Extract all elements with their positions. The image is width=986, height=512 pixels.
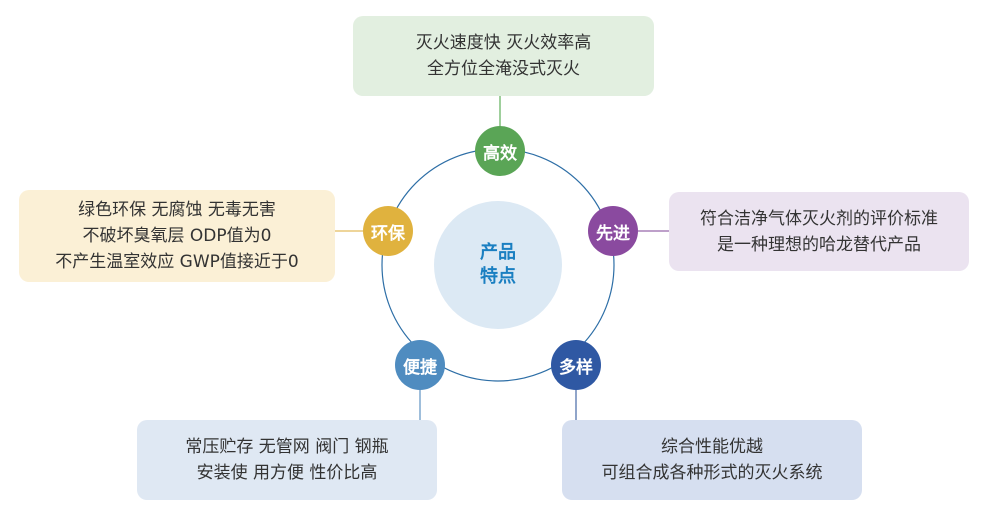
box-duoyang-line2: 可组合成各种形式的灭火系统 [601,463,823,483]
box-gaoxiao-line1: 灭火速度快 灭火效率高 [415,33,592,53]
box-gaoxiao-line2: 全方位全淹没式灭火 [427,59,580,79]
box-duoyang-line1: 综合性能优越 [661,437,763,457]
box-bianjie: 常压贮存 无管网 阀门 钢瓶 安装使 用方便 性价比高 [137,420,437,500]
box-duoyang: 综合性能优越 可组合成各种形式的灭火系统 [562,420,862,500]
box-xianjin: 符合洁净气体灭火剂的评价标准 是一种理想的哈龙替代产品 [669,192,969,271]
box-huanbao: 绿色环保 无腐蚀 无毒无害 不破坏臭氧层 ODP值为0 不产生温室效应 GWP值… [19,190,335,282]
center-label-line2: 特点 [480,266,516,287]
node-huanbao: 环保 [363,206,413,256]
node-gaoxiao: 高效 [475,126,525,176]
box-bianjie-line1: 常压贮存 无管网 阀门 钢瓶 [185,437,389,457]
center-circle: 产品 特点 [434,201,562,329]
node-xianjin: 先进 [588,206,638,256]
box-bianjie-line2: 安装使 用方便 性价比高 [196,463,378,483]
box-xianjin-line2: 是一种理想的哈龙替代产品 [717,234,921,255]
box-huanbao-line1: 绿色环保 无腐蚀 无毒无害 [78,200,276,220]
center-label-line1: 产品 [480,242,516,263]
node-bianjie: 便捷 [395,340,445,390]
node-duoyang: 多样 [551,340,601,390]
box-huanbao-line3: 不产生温室效应 GWP值接近于0 [55,252,299,272]
box-huanbao-line2: 不破坏臭氧层 ODP值为0 [82,226,272,246]
box-gaoxiao: 灭火速度快 灭火效率高 全方位全淹没式灭火 [353,16,654,96]
box-xianjin-line1: 符合洁净气体灭火剂的评价标准 [700,208,938,229]
